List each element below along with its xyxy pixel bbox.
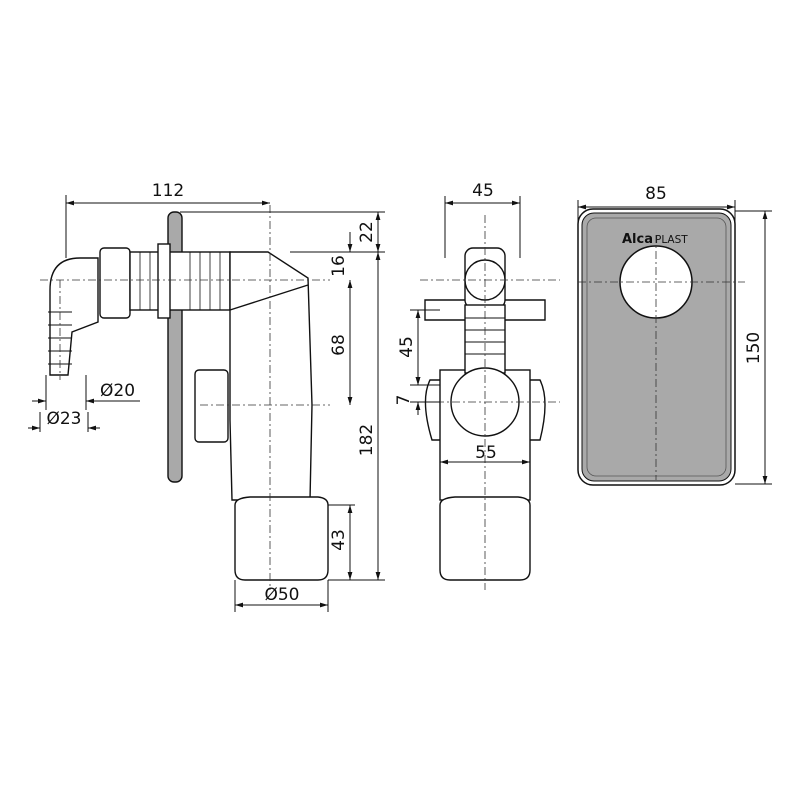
side-dimensions: 112 22 16 68 182 43 Ø50 Ø20 Ø23 — [28, 181, 385, 612]
dim-plate-150: 150 — [744, 332, 764, 364]
dim-112: 112 — [152, 181, 184, 201]
dim-front-45: 45 — [472, 181, 494, 201]
side-view — [40, 205, 330, 590]
cover-plate: Alca PLAST — [577, 208, 745, 486]
plate-dimensions: 85 150 — [577, 184, 772, 485]
lock-nut — [157, 243, 171, 319]
dim-front-spacing-45: 45 — [397, 336, 417, 358]
logo-alca: Alca — [622, 232, 653, 247]
dim-diameter-23: Ø23 — [46, 409, 81, 429]
dim-68: 68 — [329, 334, 349, 356]
dim-front-7: 7 — [394, 395, 414, 406]
dim-diameter-20: Ø20 — [100, 381, 135, 401]
dim-diameter-50: Ø50 — [264, 585, 299, 605]
outlet-cup — [234, 496, 329, 581]
dim-43: 43 — [329, 529, 349, 551]
dim-182: 182 — [357, 424, 377, 456]
front-dimensions: 45 45 7 55 — [394, 181, 531, 468]
dim-22: 22 — [357, 221, 377, 243]
logo-plast: PLAST — [655, 234, 688, 246]
front-view — [420, 215, 560, 590]
union-nut — [99, 247, 131, 319]
siphon-body — [229, 251, 313, 501]
dim-front-55: 55 — [475, 443, 497, 463]
side-nut — [194, 369, 229, 443]
hose-elbow — [49, 257, 99, 376]
dim-16: 16 — [329, 255, 349, 277]
dim-plate-85: 85 — [645, 184, 667, 204]
threaded-pipe — [129, 251, 231, 311]
